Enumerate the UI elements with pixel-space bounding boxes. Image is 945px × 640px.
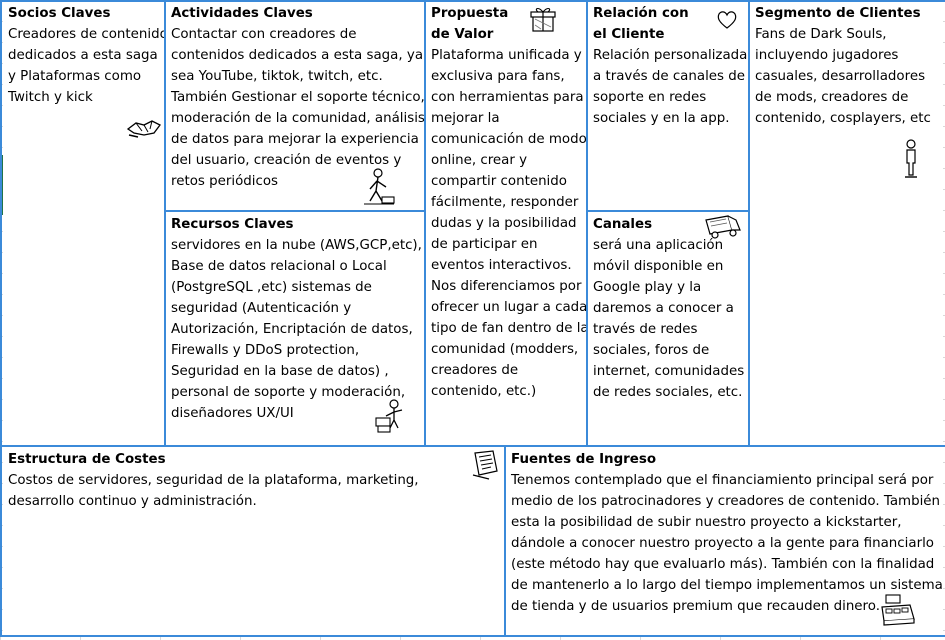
propuesta-valor-title-line2: de Valor: [431, 27, 494, 42]
recursos-claves-block[interactable]: Recursos Claves servidores en la nube (A…: [166, 212, 424, 445]
person-icon: [905, 139, 917, 178]
canales-block[interactable]: Canales será una aplicación móvil dispon…: [588, 212, 748, 445]
gift-icon: [530, 8, 556, 32]
divider-propuesta-relacion: [586, 0, 588, 446]
worker-icon: [364, 168, 395, 205]
divider-relacion-segmento: [748, 0, 750, 446]
estructura-costes-title: Estructura de Costes: [8, 452, 166, 467]
estructura-costes-text: Costos de servidores, seguridad de la pl…: [8, 473, 419, 509]
fuentes-ingreso-text: Tenemos contemplado que el financiamient…: [511, 473, 943, 614]
handshake-icon: [126, 120, 161, 138]
estructura-costes-block[interactable]: Estructura de Costes Costos de servidore…: [3, 447, 504, 635]
relacion-cliente-title-line2: el Cliente: [593, 27, 665, 42]
receipt-icon: [472, 450, 498, 480]
row-selection-marker: [0, 155, 4, 215]
segmento-clientes-block[interactable]: Segmento de Clientes Fans de Dark Souls,…: [750, 1, 943, 445]
segmento-clientes-text: Fans de Dark Souls, incluyendo jugadores…: [755, 27, 931, 126]
divider-socios-actividades: [164, 0, 166, 446]
propuesta-valor-title-line1: Propuesta: [431, 6, 509, 21]
propuesta-valor-text: Plataforma unificada y exclusiva para fa…: [431, 48, 586, 399]
relacion-cliente-block[interactable]: Relación con el Cliente Relación persona…: [588, 1, 748, 210]
divider-relacion-canales: [586, 210, 750, 212]
actividades-claves-title: Actividades Claves: [171, 6, 313, 21]
heart-icon: [717, 11, 737, 29]
border-top: [0, 0, 945, 2]
canales-title: Canales: [593, 217, 653, 232]
propuesta-valor-block[interactable]: Propuesta de Valor Plataforma unificada …: [426, 1, 586, 445]
relacion-cliente-title-line1: Relación con: [593, 6, 689, 21]
recursos-claves-text: servidores en la nube (AWS,GCP,etc), Bas…: [171, 238, 422, 421]
fuentes-ingreso-title: Fuentes de Ingreso: [511, 452, 657, 467]
cash-register-icon: [881, 594, 915, 626]
truck-icon: [705, 215, 741, 239]
border-bottom: [0, 635, 945, 637]
border-left: [0, 0, 2, 637]
actividades-claves-text: Contactar con creadores de contenidos de…: [171, 27, 424, 189]
fuentes-ingreso-block[interactable]: Fuentes de Ingreso Tenemos contemplado q…: [506, 447, 943, 635]
border-mid-horizontal: [0, 445, 945, 447]
actividades-claves-block[interactable]: Actividades Claves Contactar con creador…: [166, 1, 424, 210]
recursos-claves-title: Recursos Claves: [171, 217, 294, 232]
divider-costes-ingresos: [504, 445, 506, 637]
divider-actividades-recursos: [164, 210, 426, 212]
socios-claves-text: Creadores de contenido dedicados a esta …: [8, 27, 165, 105]
socios-claves-title: Socios Claves: [8, 6, 111, 21]
relacion-cliente-text: Relación personalizada a través de canal…: [593, 48, 748, 126]
resources-icon: [375, 399, 403, 433]
canales-text: será una aplicación móvil disponible en …: [593, 238, 745, 400]
divider-actividades-propuesta: [424, 0, 426, 446]
segmento-clientes-title: Segmento de Clientes: [755, 6, 921, 21]
socios-claves-block[interactable]: Socios Claves Creadores de contenido ded…: [3, 1, 165, 445]
